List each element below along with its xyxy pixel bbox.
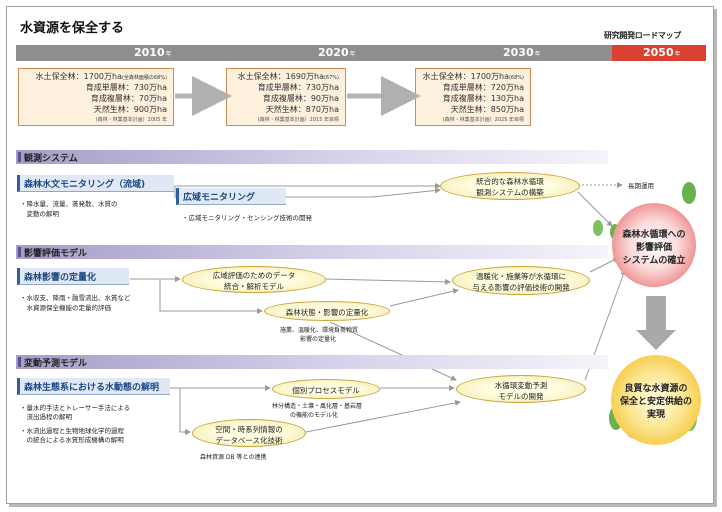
long-term-label: 長期運用	[628, 182, 654, 190]
section-header-prediction: 変動予測モデル	[16, 355, 608, 369]
oval-sub-text: の機能のモデル化	[290, 412, 339, 419]
page-title: 水資源を保全する	[20, 21, 125, 36]
bullet-text: 流出過程の解明	[20, 413, 73, 421]
arrow	[130, 278, 263, 314]
stat-line: 育成単層林：730万ha	[85, 83, 167, 92]
oval-spatial-database: 空間・時系列情報の データベース化技術	[192, 419, 306, 447]
bullet-text: ・水収支、降雨・融雪流出、水質など	[20, 294, 131, 302]
arrow	[174, 185, 176, 198]
section-header-impact: 影響評価モデル	[16, 245, 608, 259]
stat-line: 天然生林：870万ha	[265, 105, 339, 114]
arrow	[285, 187, 441, 198]
stat-line: 育成単層林：720万ha	[442, 83, 524, 92]
oval-process-model: 個別プロセスモデル	[272, 379, 380, 399]
oval-forest-state-quantification: 森林状態・影響の定量化	[264, 301, 390, 321]
bullet-text: ・量水的手法とトレーサー手法による	[20, 404, 131, 412]
topic-water-dynamics: 森林生態系における水動態の解明	[17, 378, 170, 395]
stat-line: 天然生林：900万ha	[93, 105, 167, 114]
roadmap-label: 研究開発ロードマップ	[604, 31, 681, 40]
oval-water-cycle-prediction: 水循環変動予測 モデルの開発	[456, 375, 586, 403]
oval-sub-text: 林分構造・土壌・風化層・基岩層	[272, 403, 363, 410]
arrow	[305, 400, 461, 433]
goal-down-arrow	[636, 296, 676, 350]
oval-data-integration-model: 広域評価のためのデータ 統合・解析モデル	[182, 266, 326, 293]
bullet-text: ・水流出過程と生物地球化学的過程	[20, 427, 124, 435]
timeline-year-2010: 2010年	[134, 46, 172, 59]
goal-circle-impact-system: 森林水循環への 影響評価 システムの確立	[612, 203, 696, 287]
stat-box-2020: 水土保全林：1690万ha(67%) 育成単層林：730万ha 育成複層林：90…	[226, 68, 346, 126]
topic-forest-hydrology-monitoring: 森林水文モニタリング（流域)	[17, 175, 174, 192]
oval-impact-evaluation-tech: 温暖化・施業等が水循環に 与える影響の評価技術の開発	[452, 266, 590, 295]
bullet-text: の統合による水質形成機構の解明	[20, 436, 124, 444]
stat-line: 水土保全林：1700万ha(全森林面積の68%)	[35, 72, 167, 81]
arrow	[329, 321, 457, 381]
oval-sub-text: 施業、温暖化、環境負荷物質	[280, 327, 359, 334]
stat-box-2030: 水土保全林：1700万ha(68%) 育成単層林：720万ha 育成複層林：13…	[415, 68, 531, 126]
bullet-text: ・降水量、流量、蒸発散、水質の	[20, 200, 118, 208]
timeline-bar	[16, 45, 612, 61]
stat-source: (森林・林業基本計画）2025 年目標	[442, 117, 524, 123]
stat-line: 水土保全林：1700万ha(68%)	[422, 72, 524, 81]
stat-line: 育成単層林：730万ha	[257, 83, 339, 92]
stat-line: 天然生林：850万ha	[450, 105, 524, 114]
goal-circle-water-supply: 良質な水資源の 保全と安定供給の 実現	[611, 355, 701, 445]
stat-box-2010: 水土保全林：1700万ha(全森林面積の68%) 育成単層林：730万ha 育成…	[18, 68, 174, 126]
arrow	[589, 257, 619, 273]
topic-wide-area-monitoring: 広域モニタリング	[176, 188, 286, 205]
bullet-text: 水資源保全機能の定量的評価	[20, 304, 112, 312]
bullet-text: ・広域モニタリング・センシング技術の開発	[182, 214, 312, 222]
stat-source: (森林・林業基本計画）2015 年目標	[257, 117, 339, 123]
bullet-text: 変動の解明	[20, 210, 60, 218]
timeline-year-2050: 2050年	[643, 46, 681, 59]
section-header-observation: 観測システム	[16, 150, 608, 164]
timeline-bar-2050	[612, 45, 706, 61]
stat-line: 育成複層林：130万ha	[442, 94, 524, 103]
stat-line: 育成複層林：70万ha	[90, 94, 167, 103]
arrow	[170, 387, 191, 435]
oval-integrated-observation: 統合的な森林水循環 観測システムの構築	[440, 172, 580, 200]
timeline-year-2020: 2020年	[318, 46, 356, 59]
arrow	[577, 191, 613, 227]
stat-line: 育成複層林：90万ha	[262, 94, 339, 103]
arrow	[389, 288, 459, 307]
oval-sub-text: 影響の定量化	[300, 336, 337, 343]
oval-sub-text: 森林資源 DB 等との連携	[200, 454, 267, 461]
timeline-year-2030: 2030年	[503, 46, 541, 59]
arrow	[325, 278, 451, 285]
topic-forest-impact: 森林影響の定量化	[17, 268, 129, 285]
stat-line: 水土保全林：1690万ha(67%)	[237, 72, 339, 81]
stat-source: (森林・林業基本計画）2005 年	[95, 117, 167, 123]
